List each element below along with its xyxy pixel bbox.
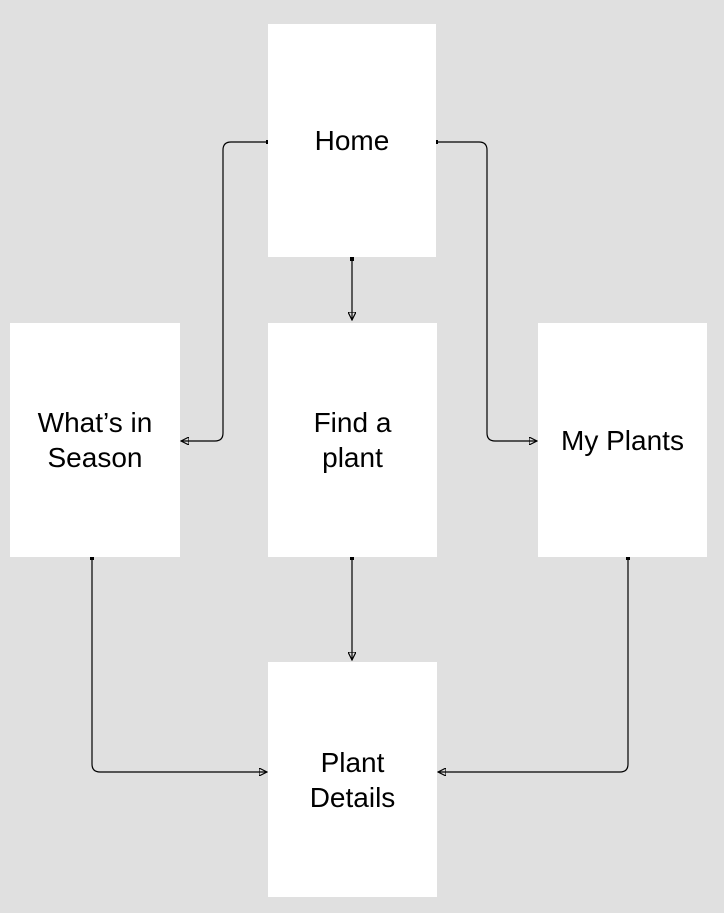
node-find-a-plant[interactable]: Find a plant	[268, 323, 437, 557]
connector-my-plants-to-plant-details	[438, 558, 628, 772]
connector-home-to-my-plants	[436, 142, 537, 441]
node-whats-in-season[interactable]: What’s in Season	[10, 323, 180, 557]
connector-home-to-whats-in-season	[181, 142, 268, 441]
node-home[interactable]: Home	[268, 24, 436, 257]
node-my-plants[interactable]: My Plants	[538, 323, 707, 557]
node-plant-details[interactable]: Plant Details	[268, 662, 437, 897]
connector-whats-in-season-to-plant-details	[92, 558, 267, 772]
